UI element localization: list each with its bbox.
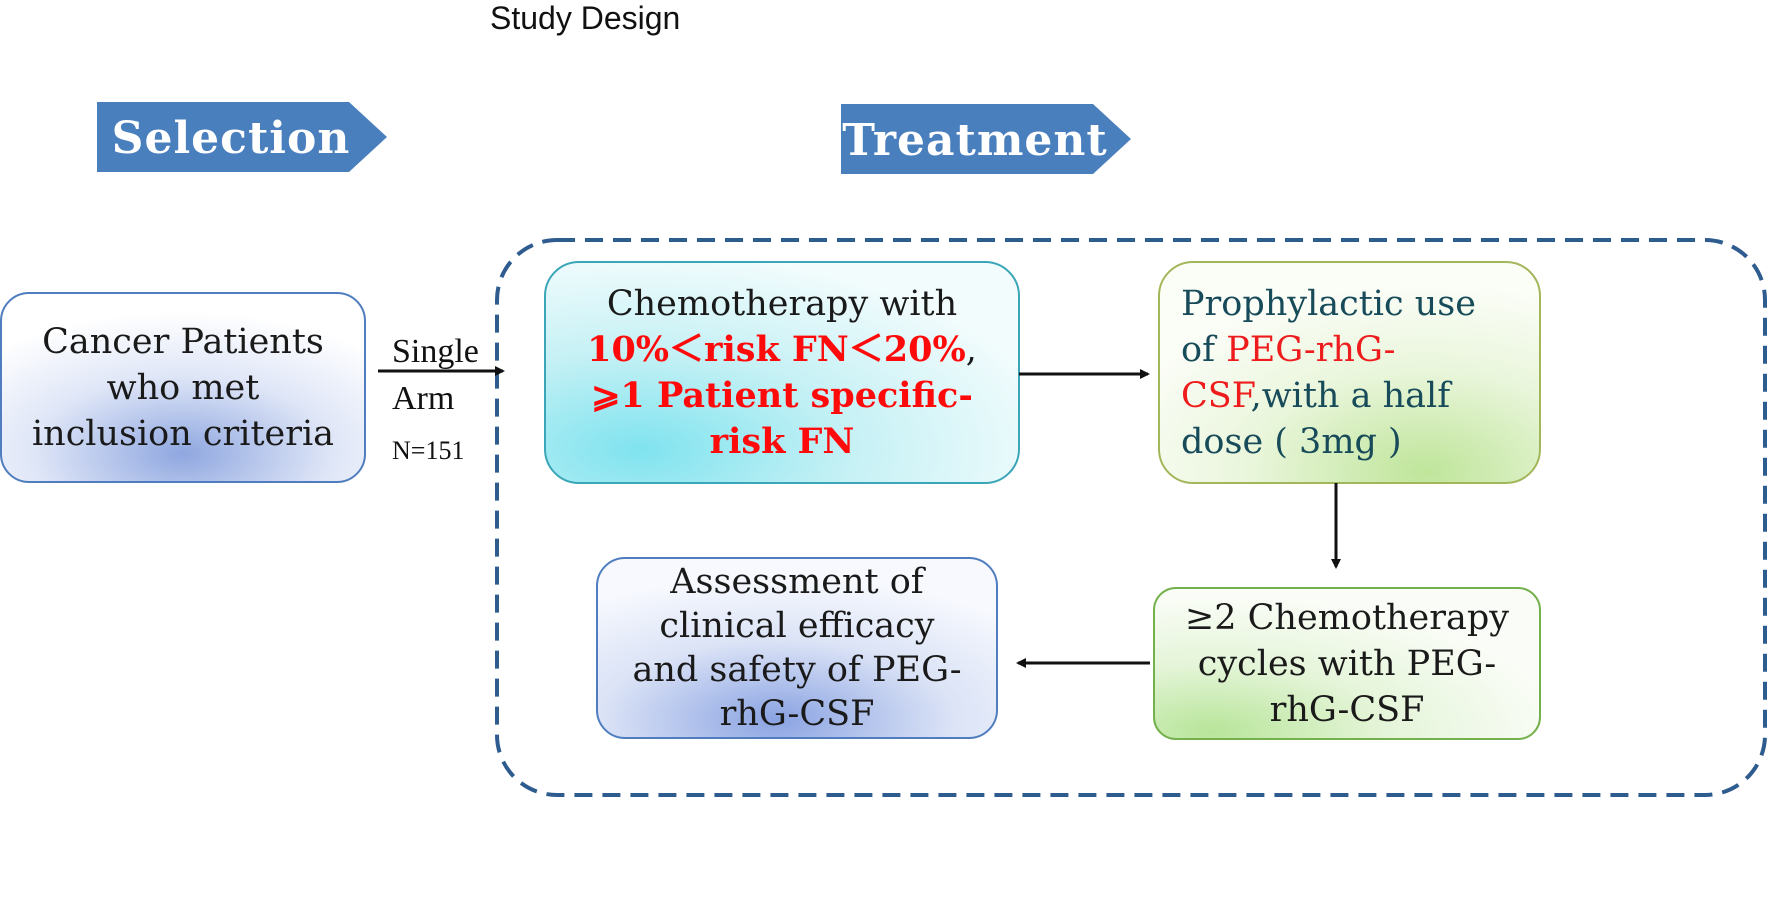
treatment-header-label: Treatment xyxy=(842,114,1108,166)
page-title: Study Design xyxy=(490,0,681,36)
arm-n-label: N=151 xyxy=(392,436,465,465)
cycles-box-shape xyxy=(1153,587,1541,740)
patients-box: Cancer Patients who met inclusion criter… xyxy=(1,293,365,482)
cycles-line: ≥2 Chemotherapy xyxy=(1184,597,1510,638)
assessment-line: and safety of PEG- xyxy=(632,650,962,690)
cycles-line: rhG-CSF xyxy=(1269,689,1425,730)
prophylactic-dose: dose ( 3mg ) xyxy=(1181,421,1402,462)
chemo-line-1: Chemotherapy with xyxy=(606,283,958,324)
assessment-line: clinical efficacy xyxy=(659,606,935,646)
prophylactic-half: ,with a half xyxy=(1250,375,1451,416)
prophylactic-box: Prophylactic use of PEG-rhG- CSF,with a … xyxy=(1159,262,1540,483)
treatment-header: Treatment xyxy=(841,106,1109,174)
cycles-line: cycles with PEG- xyxy=(1197,643,1497,684)
chemo-box: Chemotherapy with 10%＜risk FN＜20%, ⩾1 Pa… xyxy=(545,262,1019,483)
patients-line: inclusion criteria xyxy=(31,413,335,454)
chemo-risk-fn: risk FN xyxy=(709,420,855,462)
cycles-box: ≥2 Chemotherapy cycles with PEG- rhG-CSF xyxy=(1154,588,1540,739)
assessment-box-shape xyxy=(596,557,998,739)
assessment-line: rhG-CSF xyxy=(719,694,875,734)
arm-label-arm: Arm xyxy=(392,380,455,417)
chemo-patient-specific: ⩾1 Patient specific- xyxy=(591,374,973,416)
prophylactic-of: of xyxy=(1181,329,1227,370)
selection-header-label: Selection xyxy=(111,112,351,164)
prophylactic-box-shape xyxy=(1158,261,1541,484)
chemo-risk-range: 10%＜risk FN＜20% xyxy=(587,328,966,370)
patients-box-shape xyxy=(0,292,366,483)
arm-label-single: Single xyxy=(392,333,479,370)
assessment-line: Assessment of xyxy=(670,562,924,602)
chemo-comma: , xyxy=(965,329,977,370)
treatment-container xyxy=(495,238,1767,797)
patients-line: who met xyxy=(106,367,260,408)
prophylactic-drug-2: CSF xyxy=(1181,375,1251,416)
treatment-header-shape xyxy=(841,104,1131,174)
selection-header-shape xyxy=(97,102,387,172)
patients-line: Cancer Patients xyxy=(42,321,324,362)
prophylactic-drug-1: PEG-rhG- xyxy=(1226,329,1396,370)
selection-header: Selection xyxy=(97,104,365,172)
prophylactic-line-1: Prophylactic use xyxy=(1181,283,1476,324)
assessment-box: Assessment of clinical efficacy and safe… xyxy=(597,558,997,738)
